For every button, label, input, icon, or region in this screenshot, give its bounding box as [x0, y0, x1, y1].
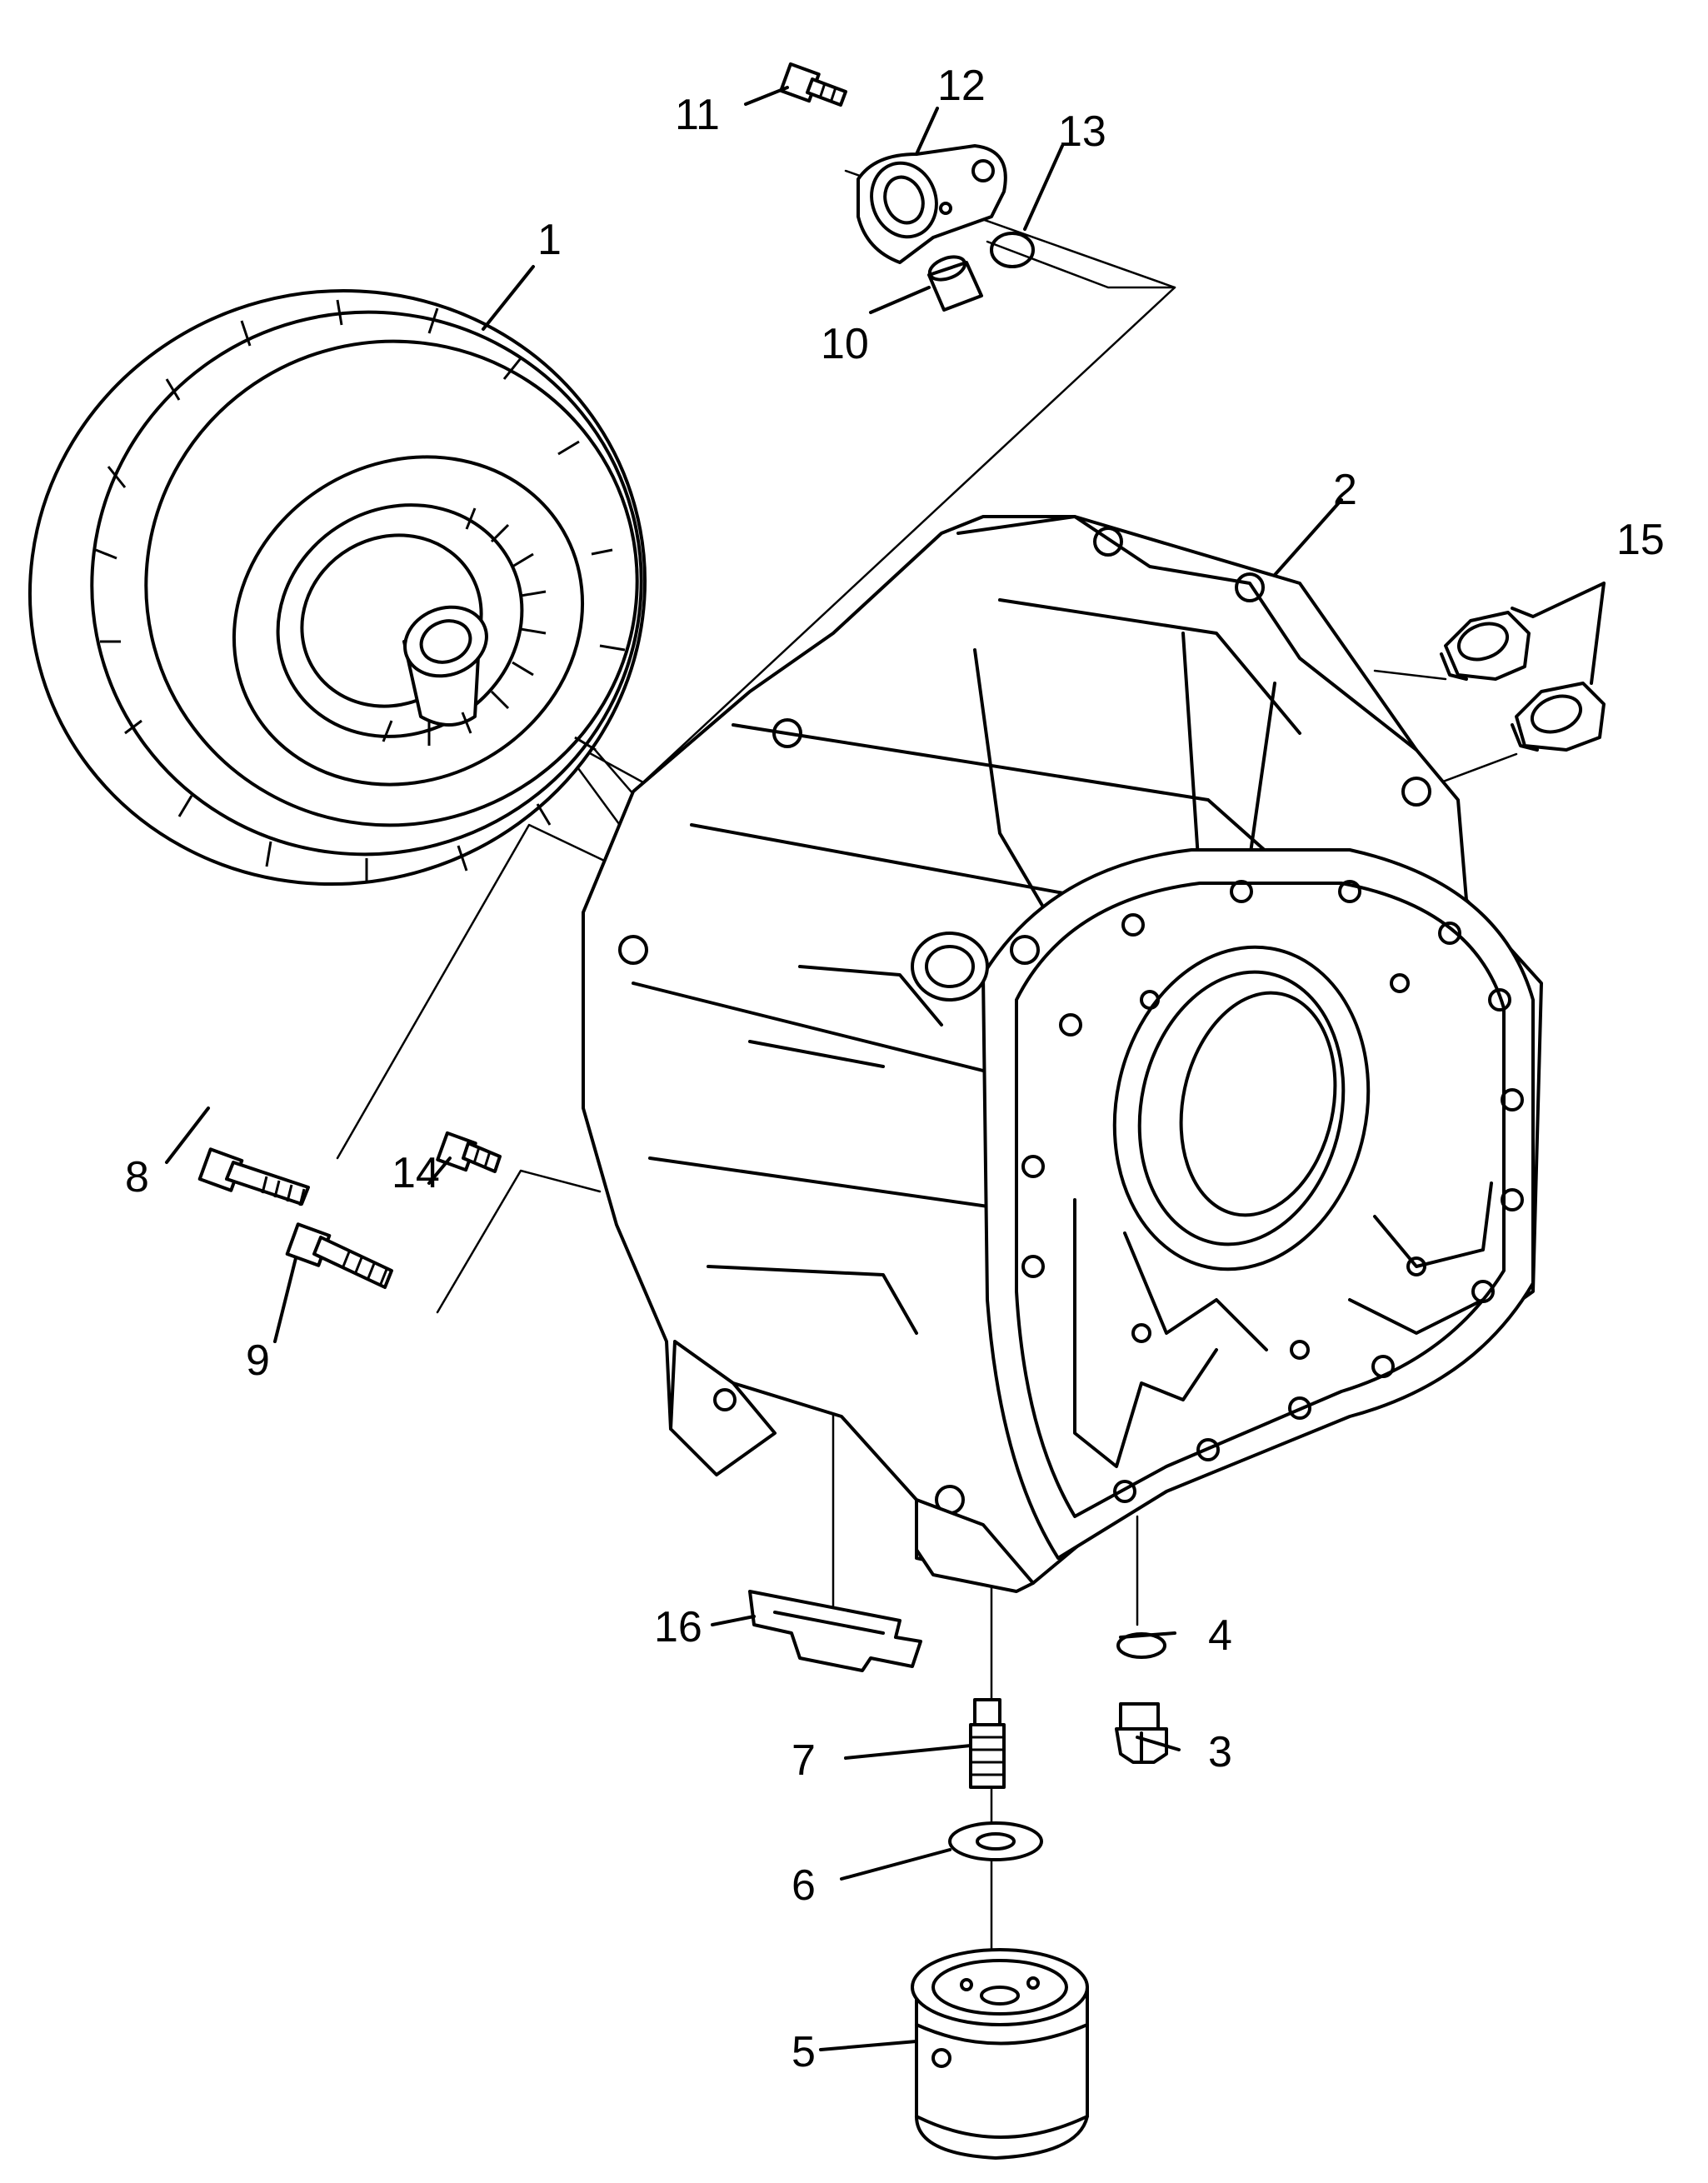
- bolt-14: [436, 1131, 502, 1173]
- callout-12: 12: [937, 62, 986, 110]
- callout-3: 3: [1208, 1728, 1232, 1776]
- leader-lines: [165, 86, 1606, 2051]
- callouts: 1 2 3 4 5 6 7 8 9 10 11 12 13 14 15 16: [125, 62, 1665, 2076]
- callout-14: 14: [392, 1149, 440, 1197]
- transmission-case: [582, 515, 1543, 1593]
- bolt-9: [285, 1222, 393, 1289]
- callout-2: 2: [1333, 466, 1357, 514]
- bolt-8: [197, 1147, 310, 1206]
- pressure-switch-b: [1511, 682, 1606, 752]
- washer: [948, 1821, 1043, 1861]
- plate: [748, 1590, 922, 1672]
- callout-9: 9: [246, 1336, 270, 1385]
- callout-4: 4: [1208, 1611, 1232, 1660]
- filter: [911, 1948, 1089, 2160]
- pressure-switch-a: [1440, 611, 1531, 681]
- callout-15: 15: [1616, 516, 1665, 564]
- callout-5: 5: [792, 2028, 816, 2076]
- fitting: [969, 1698, 1006, 1789]
- callout-1: 1: [537, 216, 562, 264]
- callout-11: 11: [675, 91, 720, 139]
- plug: [1115, 1702, 1168, 1764]
- callout-7: 7: [792, 1736, 816, 1785]
- callout-13: 13: [1058, 107, 1106, 156]
- o-ring: [1116, 1632, 1166, 1659]
- sensor: [856, 144, 1007, 264]
- torque-converter: [27, 288, 647, 887]
- bolt-11: [779, 62, 847, 107]
- bushing: [927, 255, 983, 312]
- callout-8: 8: [125, 1153, 149, 1201]
- o-ring-13: [990, 232, 1035, 268]
- callout-6: 6: [792, 1861, 816, 1910]
- callout-16: 16: [654, 1603, 702, 1651]
- callout-10: 10: [821, 320, 869, 368]
